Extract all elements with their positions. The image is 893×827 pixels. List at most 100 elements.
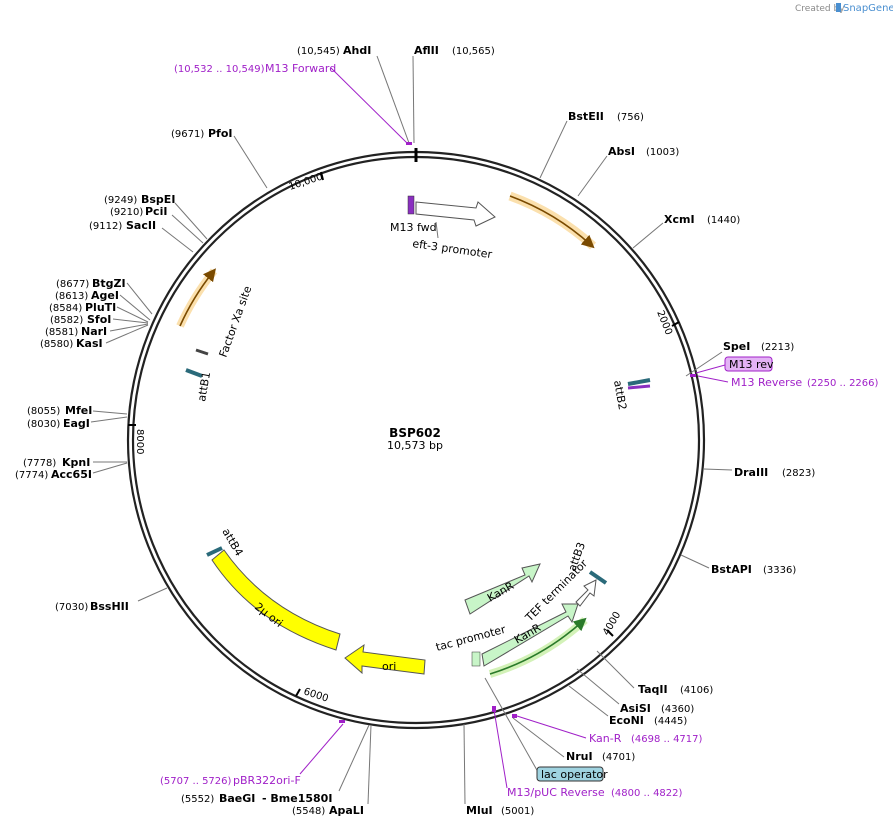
site-agei[interactable]: (8613) AgeI [55,289,151,321]
site-nrui[interactable]: NruI (4701) [512,717,635,763]
site-taqii[interactable]: TaqII (4106) [596,650,713,696]
svg-text:(4106): (4106) [680,685,713,696]
site-apali[interactable]: (5548) ApaLI [292,724,372,817]
feature-ori[interactable]: ori [344,643,426,675]
svg-text:BtgZI: BtgZI [92,277,126,290]
site-psshii[interactable]: (7030) BssHII [55,587,168,613]
site-eagi[interactable]: (8030) EagI [27,416,128,430]
svg-text:(2213): (2213) [761,342,794,353]
site-pcii[interactable]: (9210) PciI [110,205,204,244]
feature-tac-promoter[interactable]: tac promoter [434,623,507,667]
svg-text:BaeGI: BaeGI [219,792,255,805]
site-kasi[interactable]: (8580) KasI [40,324,149,350]
svg-text:TaqII: TaqII [638,683,668,696]
site-spei[interactable]: SpeI (2213) [685,340,794,377]
svg-text:PfoI: PfoI [208,127,233,140]
svg-text:M13 Forward: M13 Forward [265,62,336,75]
svg-text:- Bme1580I: - Bme1580I [262,792,332,805]
site-bsteii[interactable]: BstEII (756) [539,110,644,179]
svg-text:BssHII: BssHII [90,600,129,613]
site-pluti[interactable]: (8584) PluTI [49,301,149,323]
site-bspei[interactable]: (9249) BspEI [104,193,208,240]
svg-text:(5001): (5001) [501,806,534,817]
site-absi[interactable]: AbsI (1003) [577,145,679,197]
site-bstapi[interactable]: BstAPI (3336) [680,554,796,576]
feature-orange-arc-right[interactable] [508,191,597,250]
primer-m13-rev[interactable]: M13 rev [695,356,774,374]
svg-text:BspEI: BspEI [141,193,175,206]
svg-text:(1003): (1003) [646,147,679,158]
svg-text:(8581): (8581) [45,327,78,338]
svg-text:(8613): (8613) [55,291,88,302]
feature-factor-xa[interactable]: Factor Xa site [195,284,255,359]
svg-text:(3336): (3336) [763,565,796,576]
site-baegi[interactable]: (5552) BaeGI - Bme1580I [181,724,370,805]
site-nari[interactable]: (8581) NarI [45,323,149,338]
primer-lac-operator[interactable]: lac operator [484,677,608,782]
svg-text:attB2: attB2 [611,379,629,411]
feature-green-arc[interactable] [488,617,588,678]
svg-text:(9112): (9112) [89,221,122,232]
feature-kanr-outer[interactable]: KanR [464,563,541,615]
svg-text:(756): (756) [617,112,644,123]
svg-text:Factor Xa site: Factor Xa site [217,284,255,359]
svg-text:KasI: KasI [76,337,103,350]
site-draiii[interactable]: DraIII (2823) [703,466,815,479]
svg-text:(9249): (9249) [104,195,137,206]
svg-text:(2250 .. 2266): (2250 .. 2266) [807,378,879,389]
site-mfei[interactable]: (8055) MfeI [27,404,128,417]
feature-orange-arc-left[interactable] [176,268,218,328]
svg-text:MluI: MluI [466,804,493,817]
svg-text:(4698 .. 4717): (4698 .. 4717) [631,734,703,745]
site-xcmi[interactable]: XcmI (1440) [632,213,740,249]
primer-pbr322ori-f[interactable]: (5707 .. 5726) pBR322ori-F [160,720,345,787]
svg-text:NruI: NruI [566,750,593,763]
svg-text:(4800 .. 4822): (4800 .. 4822) [611,788,683,799]
tick-label-8000: 8000 [134,429,145,454]
svg-text:(8677): (8677) [56,279,89,290]
svg-text:(4701): (4701) [602,752,635,763]
svg-text:(4360): (4360) [661,704,694,715]
site-btgzi[interactable]: (8677) BtgZI [56,277,153,315]
feature-attb1[interactable]: attB1 [185,368,213,403]
primer-m13-forward[interactable]: (10,532 .. 10,549) M13 Forward [174,62,412,145]
svg-text:PluTI: PluTI [85,301,116,314]
primer-kan-r[interactable]: Kan-R (4698 .. 4717) [512,714,703,745]
site-kpni[interactable]: (7778) KpnI [23,456,127,469]
primer-m13-reverse[interactable]: M13 Reverse (2250 .. 2266) [690,374,879,389]
svg-text:EcoNI: EcoNI [609,714,644,727]
site-sacii[interactable]: (9112) SacII [89,219,194,253]
svg-text:(4445): (4445) [654,716,687,727]
plasmid-size: 10,573 bp [387,439,443,452]
credit-brand: SnapGene [843,3,893,14]
svg-text:KanR: KanR [512,621,543,647]
site-aflii[interactable]: AflII (10,565) [412,44,495,144]
svg-text:(9210): (9210) [110,207,143,218]
svg-text:M13 fwd: M13 fwd [390,221,437,234]
svg-text:PciI: PciI [145,205,167,218]
site-econi[interactable]: EcoNI (4445) [568,685,687,727]
site-sfoi[interactable]: (8582) SfoI [50,313,149,326]
feature-attb2[interactable]: attB2 [611,378,651,411]
svg-text:DraIII: DraIII [734,466,768,479]
feature-two-mu-ori[interactable]: 2μ ori [211,549,341,651]
svg-text:NarI: NarI [81,325,107,338]
svg-text:eft-3 promoter: eft-3 promoter [412,237,494,261]
svg-text:MfeI: MfeI [65,404,92,417]
svg-text:(8055): (8055) [27,406,60,417]
site-ahdi[interactable]: (10,545) AhdI [297,44,410,144]
primer-m13-puc-reverse[interactable]: M13/pUC Reverse (4800 .. 4822) [492,706,683,799]
svg-text:Acc65I: Acc65I [51,468,92,481]
site-asisi[interactable]: AsiSI (4360) [576,668,694,715]
site-acc65i[interactable]: (7774) Acc65I [15,462,128,481]
site-mlui[interactable]: MluI (5001) [463,723,534,817]
tick-label-4000: 4000 [601,610,623,638]
svg-text:AgeI: AgeI [91,289,119,302]
feature-m13-fwd[interactable]: M13 fwd [390,195,437,234]
svg-text:M13/pUC Reverse: M13/pUC Reverse [507,786,605,799]
svg-text:AsiSI: AsiSI [620,702,651,715]
site-pfoi[interactable]: (9671) PfoI [171,127,268,189]
svg-text:attB1: attB1 [195,371,213,403]
plasmid-name: BSP602 [389,426,441,440]
svg-text:ori: ori [382,660,396,673]
